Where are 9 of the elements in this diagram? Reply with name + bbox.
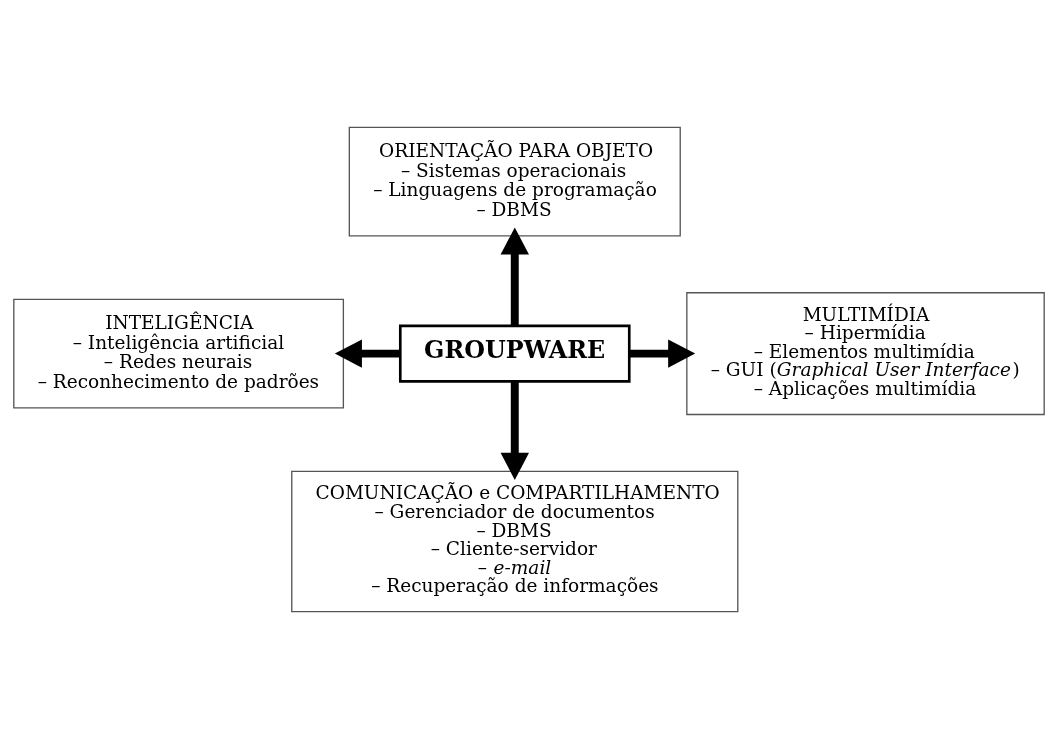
node-box: MULTIMÍDIA – Hipermídia – Elementos multimídia – GUI (Graphical User Interface) – Aplicações multimídia <box>686 291 1045 415</box>
arrow <box>500 381 529 480</box>
arrow <box>500 226 529 325</box>
arrow <box>334 338 400 368</box>
node-box: COMUNICAÇÃO e COMPARTILHAMENTO – Gerenciador de documentos – DBMS – Cliente-servidor – e-mail – Recuperação de informações <box>291 470 739 612</box>
node-box: GROUPWARE <box>398 324 631 383</box>
node-box: ORIENTAÇÃO PARA OBJETO – Sistemas operacionais – Linguagens de programação – DBMS <box>348 126 681 236</box>
node-box: INTELIGÊNCIA – Inteligência artificial – Redes neurais – Reconhecimento de padrões <box>13 298 345 409</box>
arrow <box>629 338 696 368</box>
